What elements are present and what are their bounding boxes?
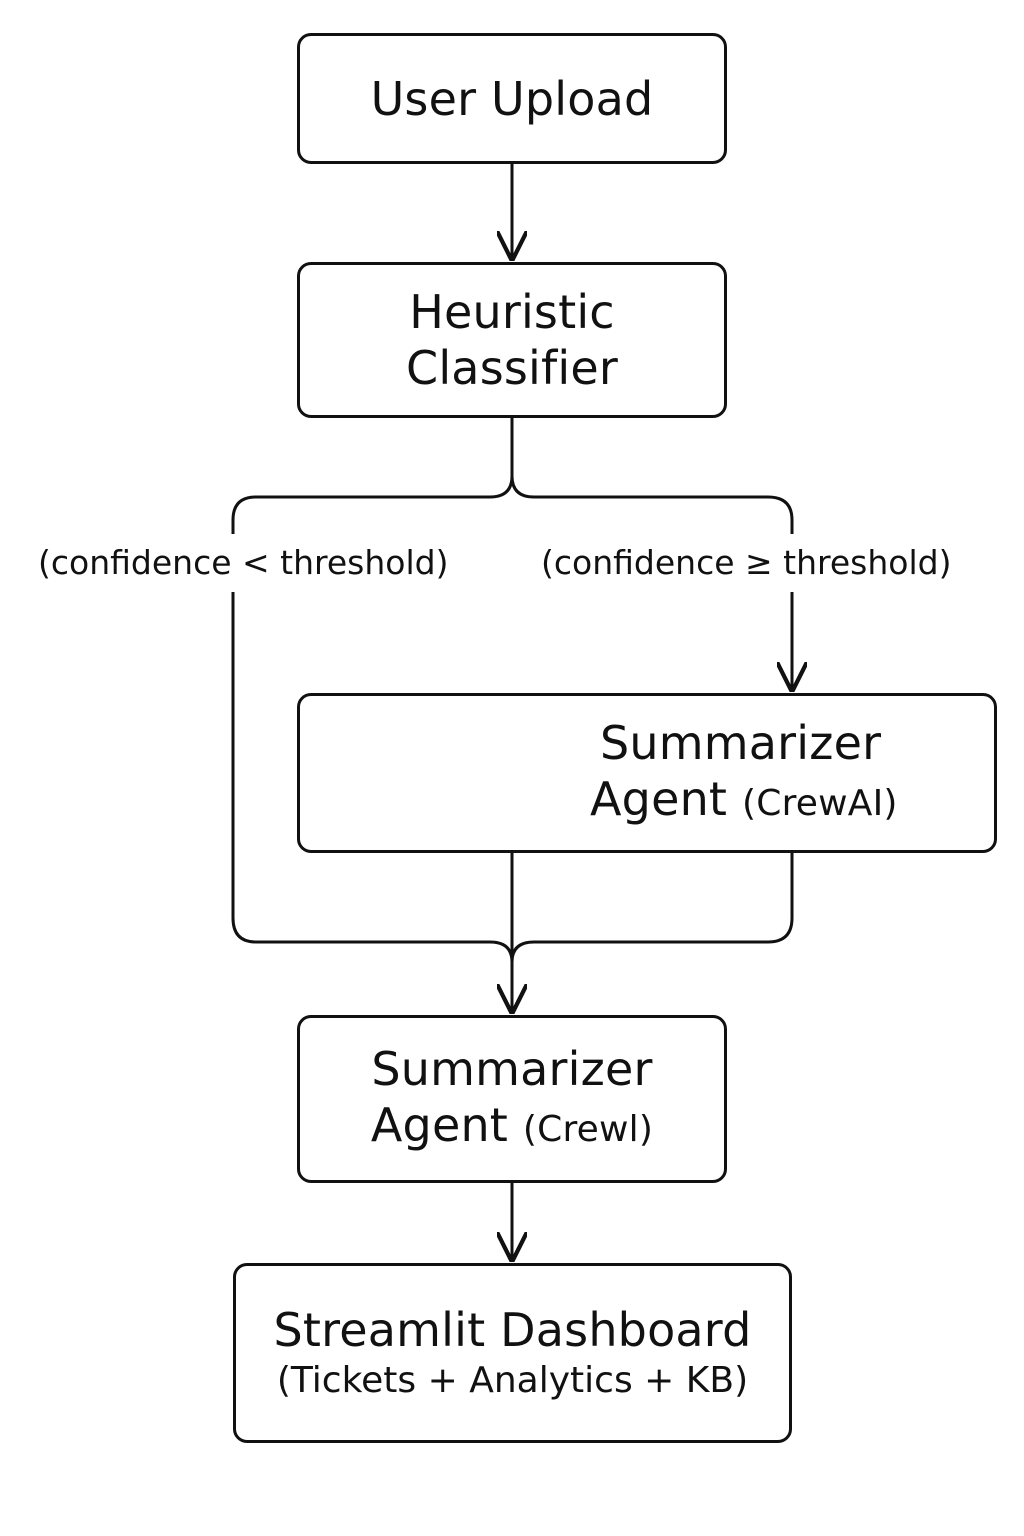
summarizer-agent-bottom-line2: Agent (Crewl) <box>371 1097 653 1158</box>
summarizer-agent-top-line2: Agent (CrewAI) <box>590 771 898 832</box>
summarizer-agent-bottom-crewl-label: (Crewl) <box>522 1108 654 1150</box>
summarizer-agent-bottom-agent-label: Agent <box>370 1097 509 1152</box>
user-upload-node: User Upload <box>297 33 727 164</box>
summarizer-agent-top-agent-label: Agent <box>590 771 728 826</box>
heuristic-classifier-node: Heuristic Classifier <box>297 262 727 418</box>
heuristic-classifier-line2: Classifier <box>406 341 618 395</box>
summarizer-agent-top-line1: Summarizer <box>600 715 882 770</box>
streamlit-dashboard-title: Streamlit Dashboard <box>273 1303 752 1357</box>
streamlit-dashboard-subtitle: (Tickets + Analytics + KB) <box>276 1360 749 1401</box>
summarizer-agent-crewai-node: Summarizer Agent (CrewAI) <box>297 693 997 853</box>
summarizer-agent-bottom-line1: Summarizer <box>371 1041 653 1096</box>
condition-label-above-threshold: (confidence ≥ threshold) <box>541 543 952 583</box>
user-upload-label: User Upload <box>370 71 654 126</box>
heuristic-classifier-line1: Heuristic <box>409 285 615 339</box>
branch-split-line <box>231 418 514 534</box>
summarizer-agent-top-crewai-label: (CrewAI) <box>742 782 898 824</box>
streamlit-dashboard-node: Streamlit Dashboard (Tickets + Analytics… <box>233 1263 792 1443</box>
condition-label-below-threshold: (confidence < threshold) <box>38 543 449 583</box>
summarizer-agent-crewl-node: Summarizer Agent (Crewl) <box>297 1015 727 1183</box>
summarizer-right-return-line <box>510 853 794 963</box>
left-branch-line <box>231 592 514 963</box>
branch-split-right-line <box>510 475 794 534</box>
